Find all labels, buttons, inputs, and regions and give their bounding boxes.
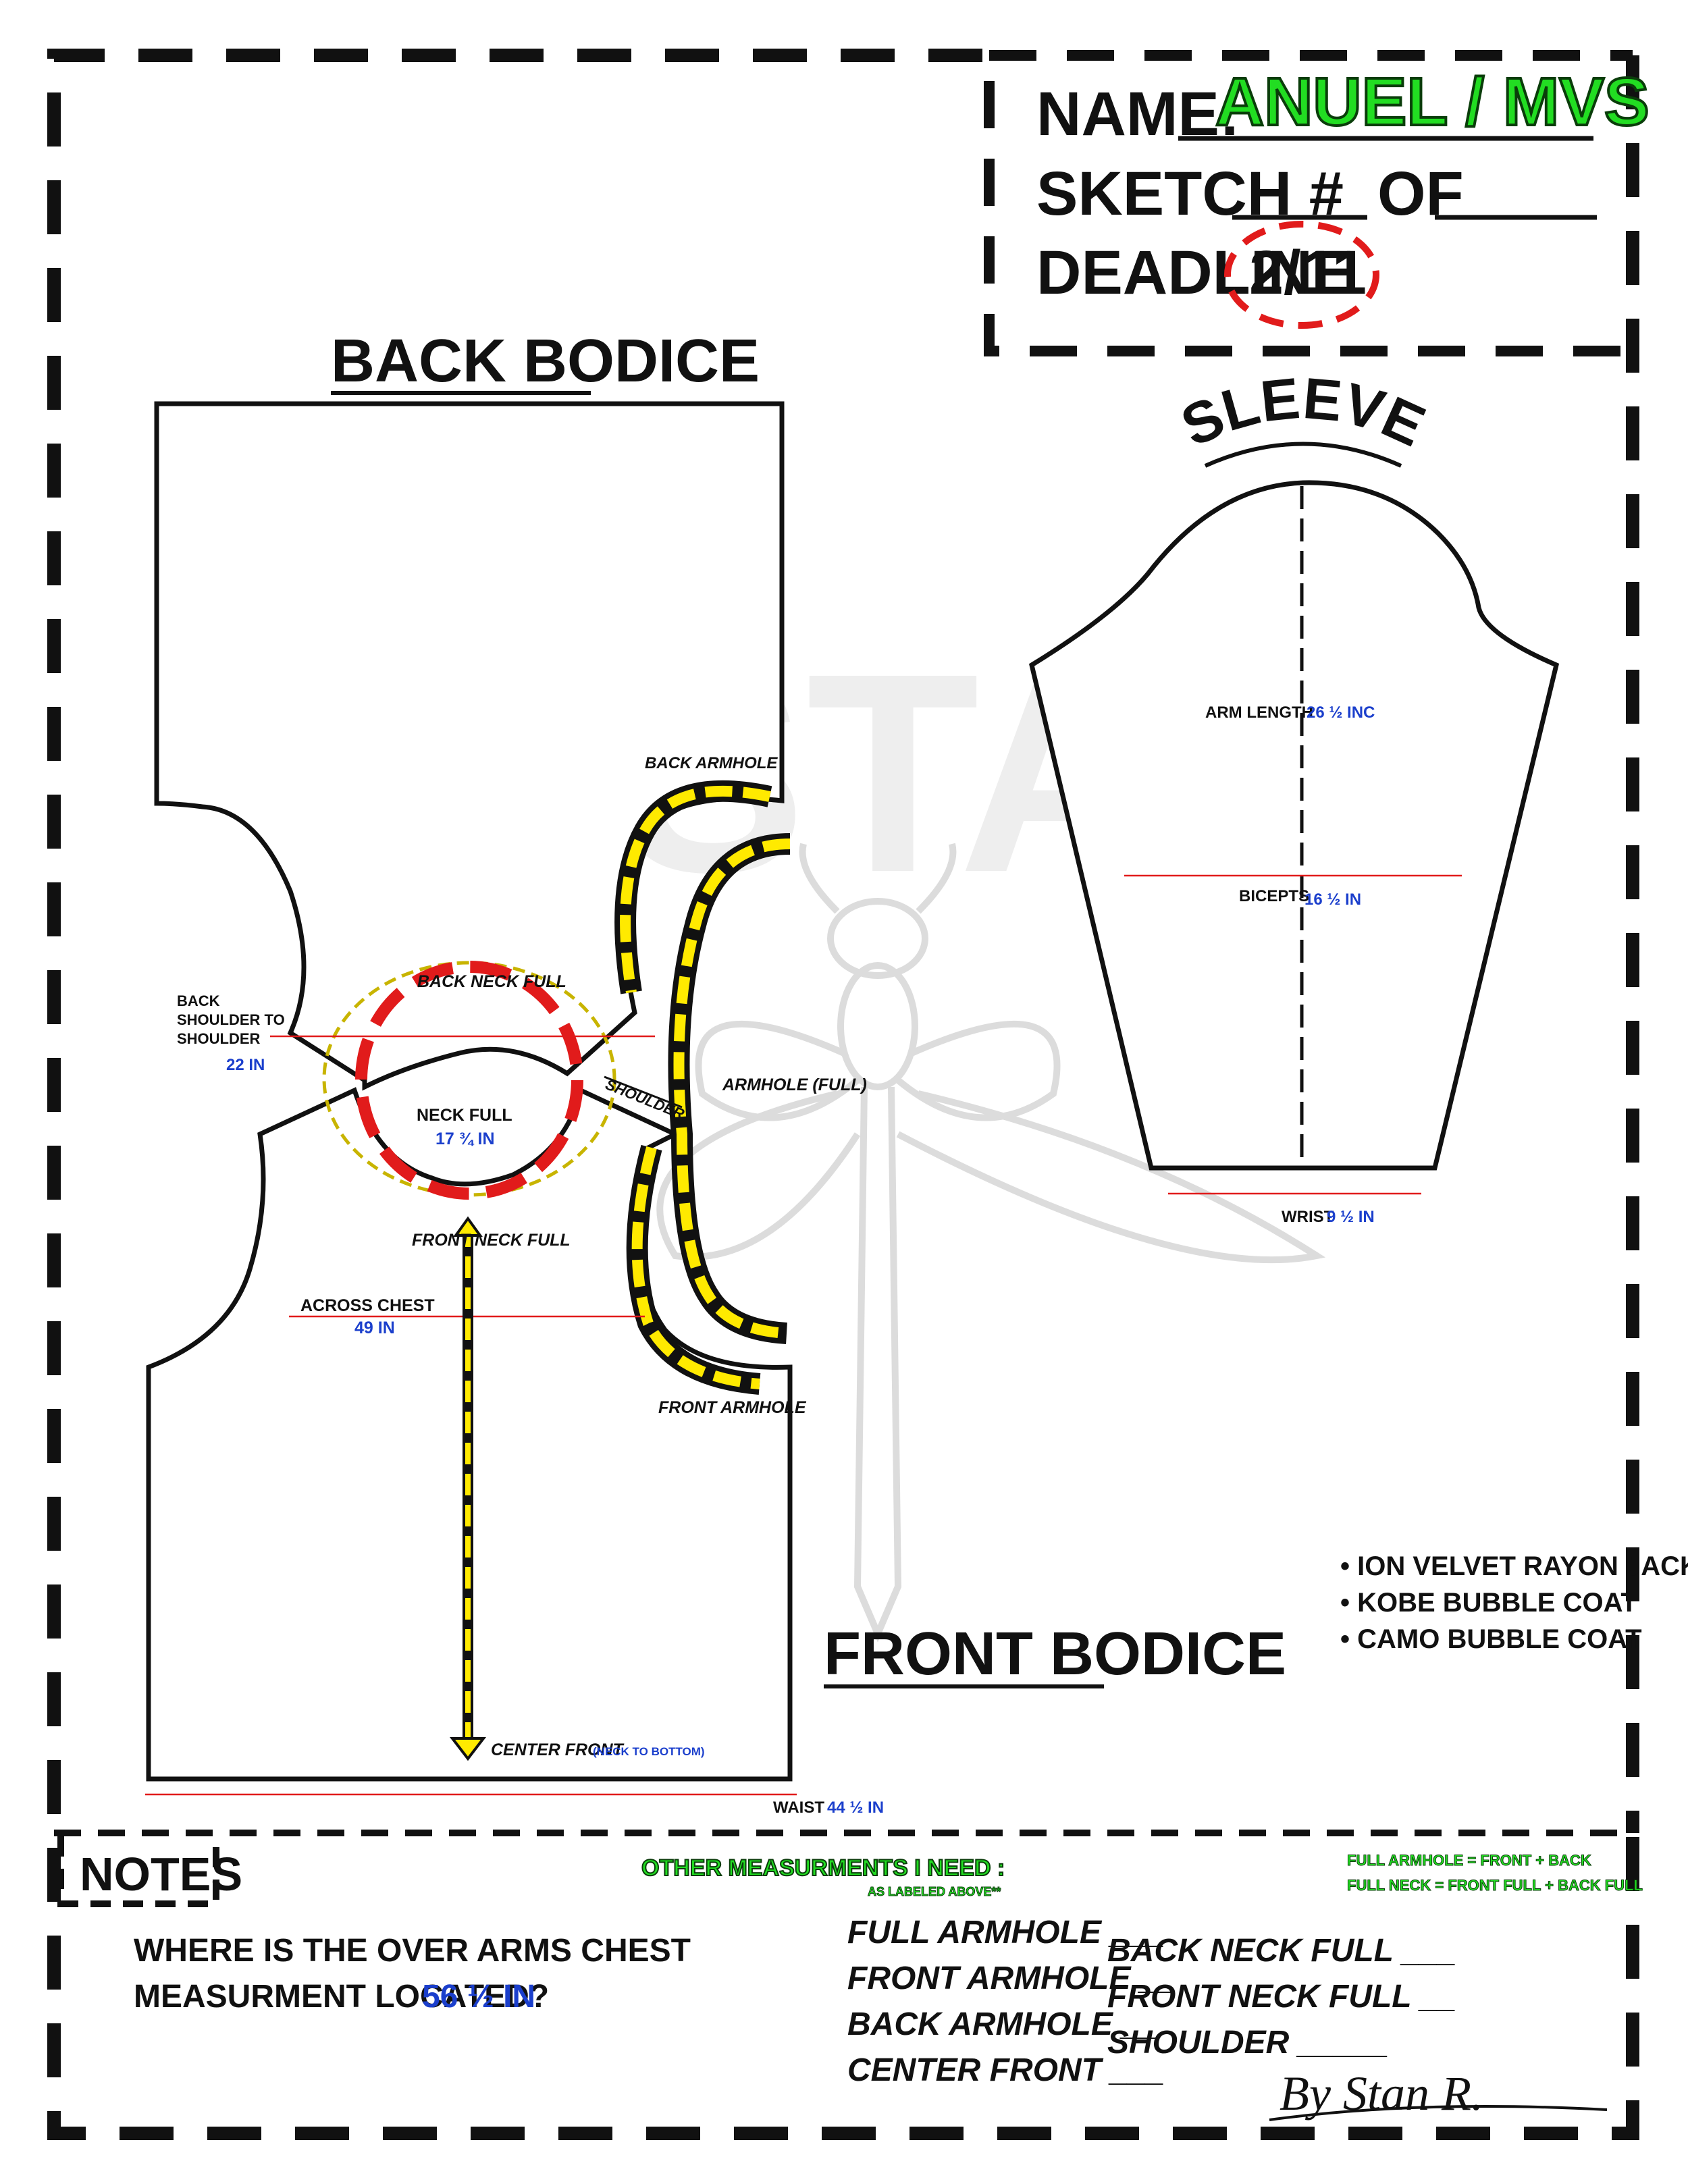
arm-length-label: ARM LENGTH bbox=[1205, 703, 1313, 722]
signature: By Stan R. bbox=[1280, 2067, 1483, 2121]
front-armhole-label: FRONT ARMHOLE bbox=[658, 1398, 807, 1417]
back-bodice-title: BACK BODICE bbox=[331, 327, 760, 395]
wrist-value: 9 ½ IN bbox=[1327, 1208, 1375, 1226]
garment-item: • CAMO BUBBLE COAT bbox=[1340, 1624, 1642, 1654]
notes-bracket bbox=[57, 1836, 219, 1907]
biceps-label: BICEPTS bbox=[1239, 887, 1309, 905]
other-measurements-title: OTHER MEASURMENTS I NEED : bbox=[641, 1855, 1005, 1881]
back-armhole-label: BACK ARMHOLE bbox=[645, 754, 778, 772]
needed-measurement: FULL ARMHOLE ___ bbox=[847, 1915, 1164, 1950]
front-bodice-title: FRONT BODICE bbox=[824, 1620, 1286, 1688]
formula-neck: FULL NECK = FRONT FULL + BACK FULL bbox=[1347, 1877, 1643, 1894]
center-front-arrow bbox=[449, 1216, 487, 1761]
needed-measurement: FRONT ARMHOLE __ bbox=[847, 1961, 1176, 1996]
shoulder-line bbox=[604, 1075, 683, 1109]
notes-title: NOTES bbox=[80, 1848, 242, 1900]
neck-full-value: 17 ¾ IN bbox=[436, 1129, 495, 1148]
dragonfly-watermark bbox=[656, 843, 1326, 1643]
biceps-value: 16 ½ IN bbox=[1304, 890, 1361, 909]
formula-armhole: FULL ARMHOLE = FRONT + BACK bbox=[1347, 1852, 1591, 1869]
arm-length-value: 26 ½ INC bbox=[1307, 703, 1375, 722]
needed-measurement: CENTER FRONT ___ bbox=[847, 2052, 1164, 2088]
notes-question-1: WHERE IS THE OVER ARMS CHEST bbox=[134, 1933, 691, 1969]
garment-item: • ION VELVET RAYON JACKET bbox=[1340, 1551, 1688, 1581]
shoulder-to-shoulder-value: 22 IN bbox=[226, 1056, 265, 1074]
neck-circles bbox=[322, 961, 616, 1200]
shoulder-to-shoulder-label-2: SHOULDER TO bbox=[177, 1011, 285, 1028]
deadline-circle bbox=[1224, 221, 1379, 329]
across-chest-label: ACROSS CHEST bbox=[300, 1296, 435, 1315]
header-box bbox=[984, 50, 1633, 356]
armhole-full-label: ARMHOLE (FULL) bbox=[722, 1075, 867, 1094]
armhole-curves bbox=[614, 780, 791, 1395]
neck-full-label: NECK FULL bbox=[417, 1106, 512, 1125]
other-measurements-sub: AS LABELED ABOVE** bbox=[868, 1885, 1001, 1898]
notes-section: NOTES WHERE IS THE OVER ARMS CHEST MEASU… bbox=[80, 1848, 1643, 2088]
page-border bbox=[47, 49, 1639, 2140]
needed-measurement: BACK NECK FULL ___ bbox=[1107, 1933, 1456, 1969]
notes-question-2: MEASURMENT LOCATED? bbox=[134, 1979, 549, 2015]
waist-value: 44 ½ IN bbox=[827, 1799, 884, 1817]
waist-label: WAIST bbox=[773, 1799, 824, 1817]
deadline-value: 2/11 bbox=[1249, 238, 1367, 307]
needed-measurement: BACK ARMHOLE __ bbox=[847, 2006, 1158, 2042]
needed-measurement: FRONT NECK FULL __ bbox=[1107, 1979, 1456, 2015]
sleeve-outline bbox=[1029, 480, 1560, 1171]
wrist-label: WRIST bbox=[1282, 1208, 1334, 1226]
center-front-label: CENTER FRONT bbox=[491, 1740, 625, 1759]
signature-flourish bbox=[1269, 2105, 1608, 2121]
notes-answer: 56 ½ IN bbox=[422, 1979, 535, 2015]
back-neck-full-label: BACK NECK FULL bbox=[417, 972, 566, 991]
center-front-note: (NECK TO BOTTOM) bbox=[593, 1745, 705, 1758]
deadline-label: DEADLINE bbox=[1036, 238, 1354, 307]
needed-measurement: SHOULDER _____ bbox=[1107, 2025, 1388, 2060]
shoulder-to-shoulder-label-3: SHOULDER bbox=[177, 1030, 261, 1047]
header: NAME: ANUEL / MVS SKETCH # OF DEADLINE 2… bbox=[1036, 63, 1651, 329]
name-value: ANUEL / MVS bbox=[1215, 64, 1650, 140]
garment-item: • KOBE BUBBLE COAT bbox=[1340, 1588, 1637, 1618]
garment-list: • ION VELVET RAYON JACKET • KOBE BUBBLE … bbox=[1340, 1551, 1688, 1654]
front-neck-full-label: FRONT NECK FULL bbox=[412, 1231, 571, 1250]
shoulder-to-shoulder-label-1: BACK bbox=[177, 992, 220, 1009]
sleeve-title-underline bbox=[1204, 442, 1402, 468]
across-chest-value: 49 IN bbox=[354, 1319, 395, 1337]
